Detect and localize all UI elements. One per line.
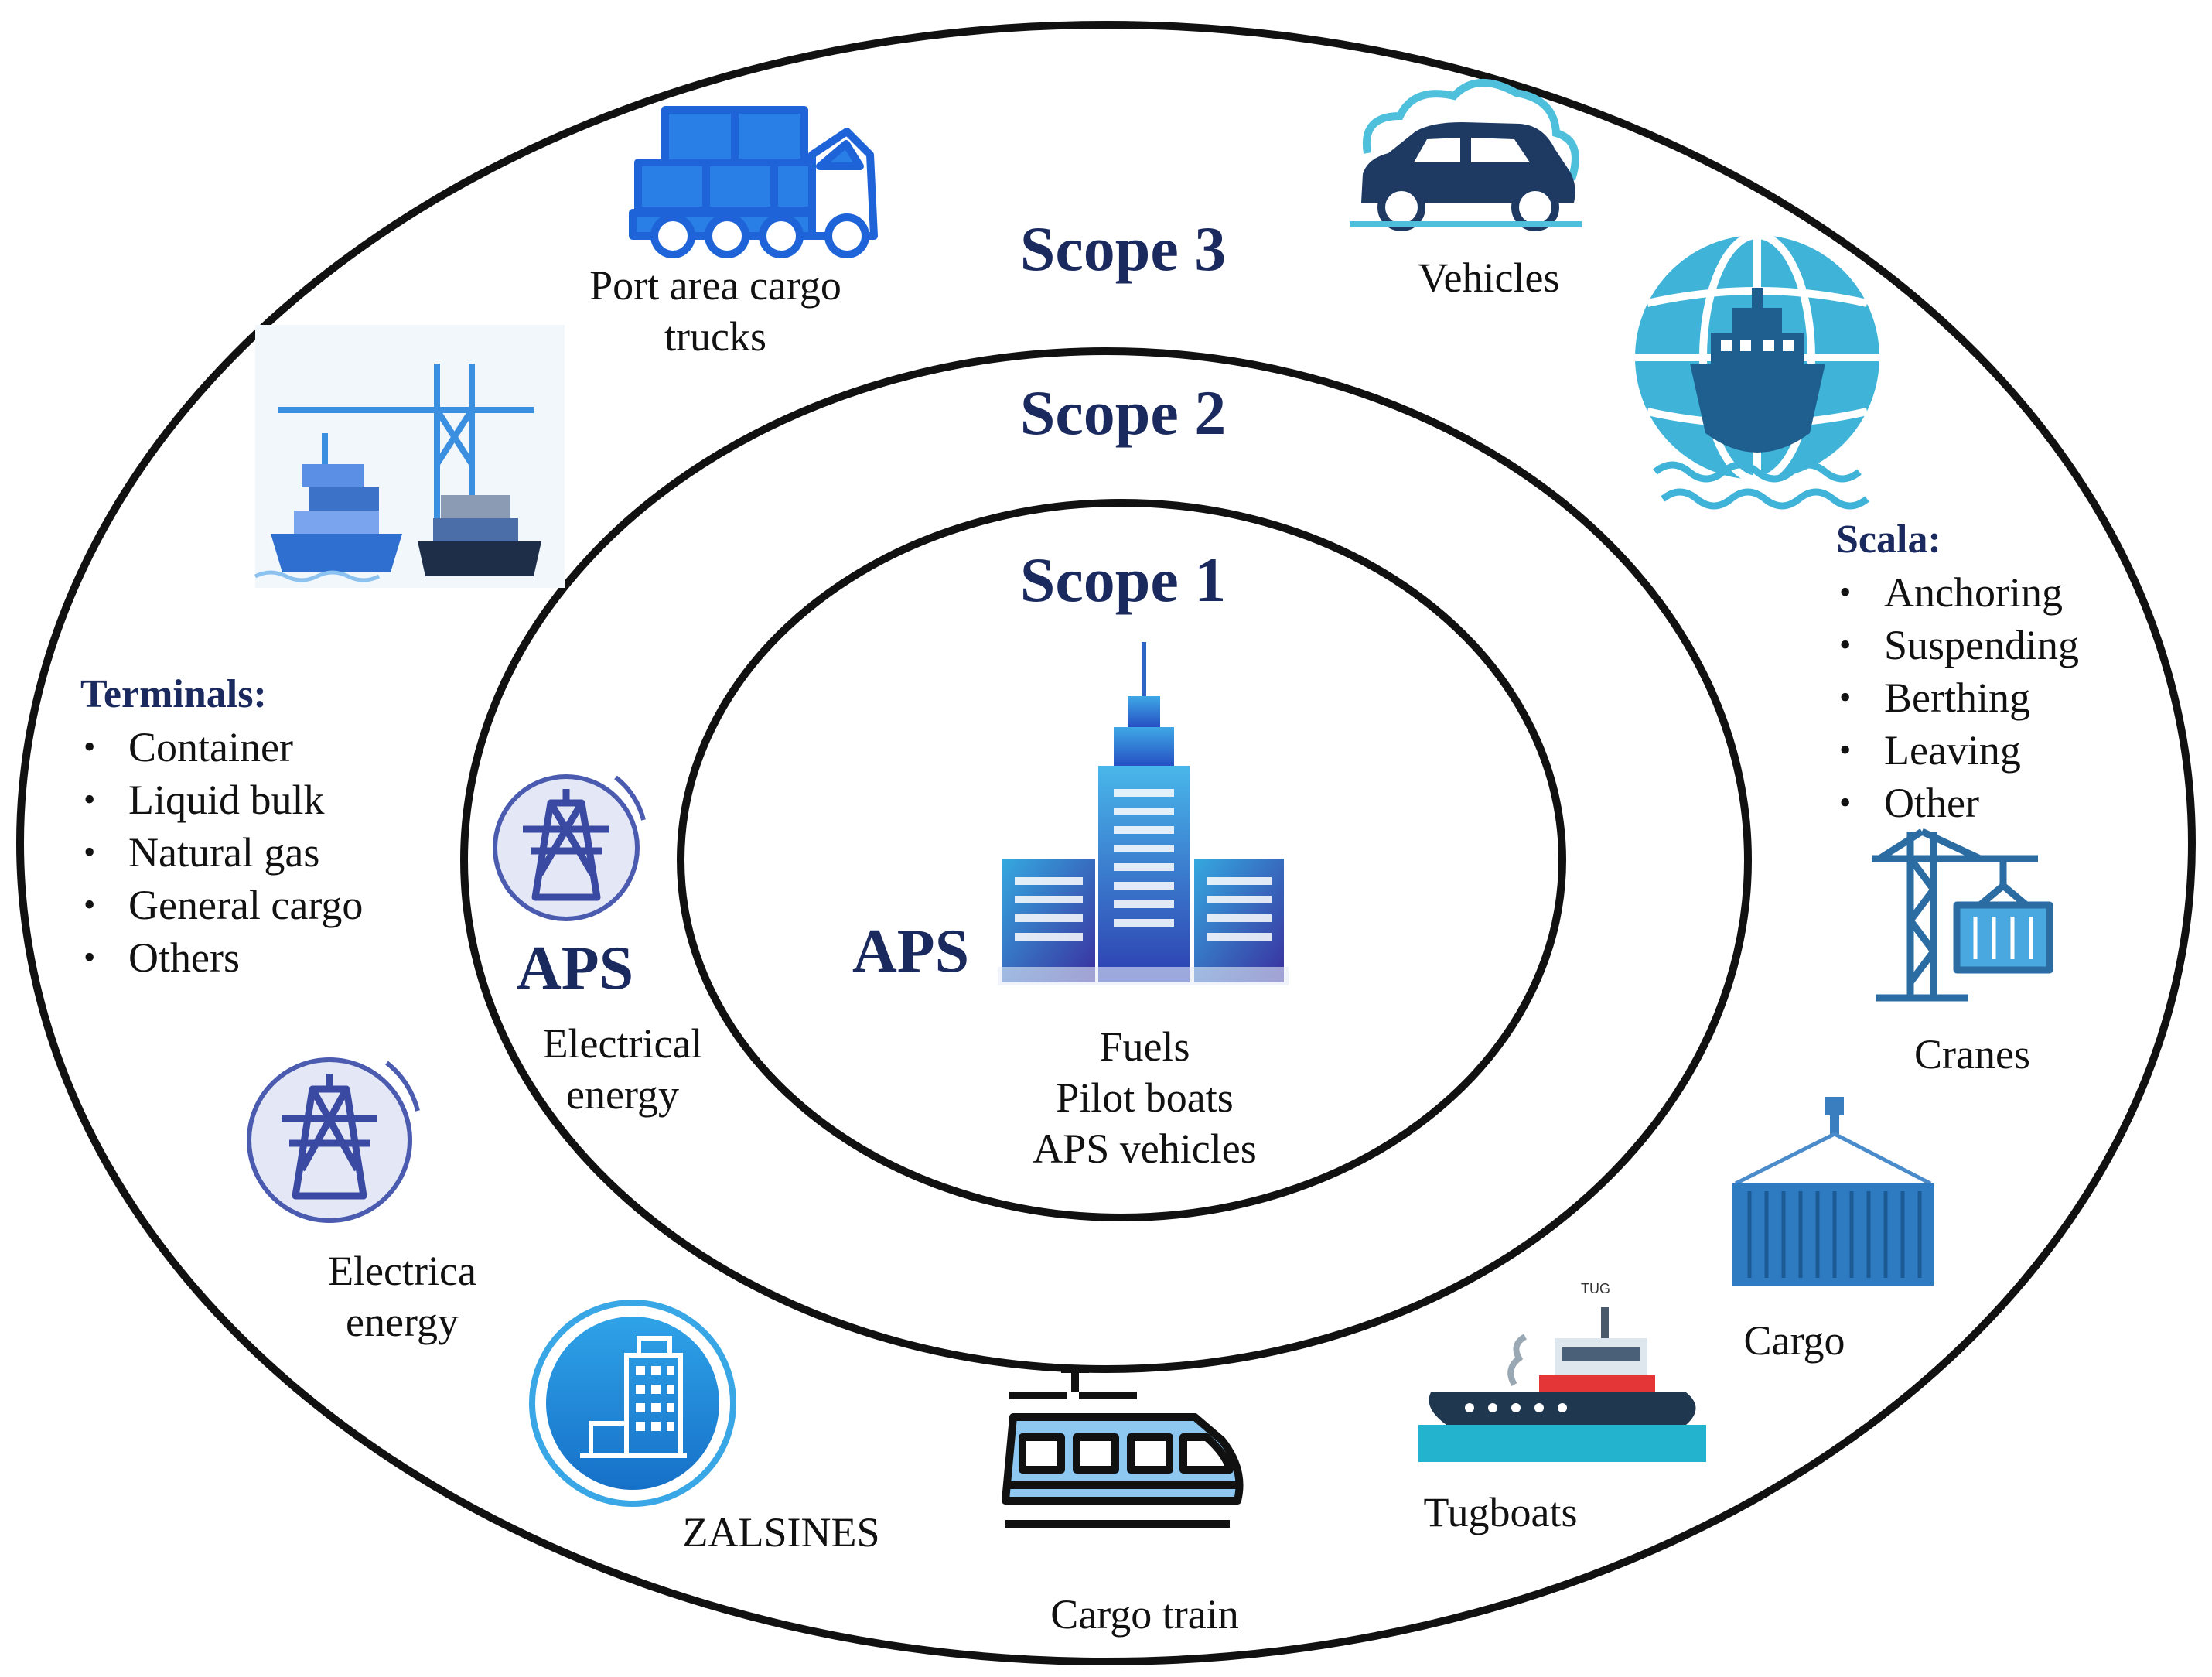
scope1-items: Fuels Pilot boats APS vehicles: [982, 1021, 1307, 1174]
tugboats-label: Tugboats: [1423, 1489, 1578, 1535]
terminal-item-general-cargo: General cargo: [80, 879, 363, 931]
vehicles-label: Vehicles: [1418, 254, 1560, 301]
port-trucks-line2: trucks: [664, 313, 766, 360]
scope1-item-aps-vehicles: APS vehicles: [1033, 1125, 1257, 1172]
scope1-item-fuels: Fuels: [1099, 1023, 1190, 1070]
power-tower-icon: [493, 774, 646, 921]
terminal-item-container: Container: [80, 721, 363, 774]
scope3-title: Scope 3: [1019, 213, 1227, 284]
zalsines-building-icon: [529, 1300, 736, 1507]
terminal-item-liquid-bulk: Liquid bulk: [80, 774, 363, 826]
truck-icon: [629, 106, 878, 258]
scope3-ring: [16, 21, 2196, 1665]
scala-list: Scala: Anchoring Suspending Berthing Lea…: [1836, 514, 2079, 829]
cargo-train-label: Cargo train: [1050, 1591, 1239, 1638]
port-cranes-icon: [254, 325, 565, 588]
scala-heading: Scala:: [1836, 517, 1941, 562]
power-tower-icon: [247, 1057, 420, 1223]
zalsines-label: ZALSINES: [682, 1509, 880, 1556]
scope2-ring: [460, 347, 1752, 1373]
scope1-aps-label: APS: [852, 917, 970, 985]
scope2-electrical-line1: Electrical: [542, 1020, 703, 1067]
scope1-ring: [677, 499, 1566, 1221]
scope1-item-pilot-boats: Pilot boats: [1056, 1074, 1234, 1121]
globe-ship-icon: [1635, 231, 1879, 510]
car-icon: [1350, 79, 1582, 231]
tugboat-icon: TUG: [1418, 1281, 1706, 1462]
scope3-electrical-energy: Electrica energy: [286, 1245, 518, 1347]
cranes-label: Cranes: [1914, 1031, 2030, 1078]
port-trucks-line1: Port area cargo: [589, 262, 841, 309]
scope2-electrical-energy: Electrical energy: [510, 1018, 735, 1120]
terminals-heading: Terminals:: [80, 672, 267, 716]
scope2-aps-label: APS: [517, 934, 634, 1002]
scope3-electrical-line2: energy: [346, 1299, 459, 1345]
scala-item-anchoring: Anchoring: [1836, 566, 2079, 619]
scope1-title: Scope 1: [1019, 545, 1227, 615]
scala-item-berthing: Berthing: [1836, 671, 2079, 724]
terminals-list: Terminals: Container Liquid bulk Natural…: [80, 668, 363, 984]
scala-item-suspending: Suspending: [1836, 619, 2079, 671]
scala-item-other: Other: [1836, 777, 2079, 829]
scala-item-leaving: Leaving: [1836, 724, 2079, 777]
scope2-electrical-line2: energy: [566, 1071, 679, 1118]
port-trucks-label: Port area cargo trucks: [541, 260, 889, 362]
container-icon: [1732, 1097, 1934, 1286]
terminal-item-others: Others: [80, 931, 363, 984]
scope2-title: Scope 2: [1019, 377, 1227, 448]
terminal-item-natural-gas: Natural gas: [80, 826, 363, 879]
tug-sign: TUG: [1581, 1281, 1610, 1296]
scope3-electrical-line1: Electrica: [328, 1248, 476, 1294]
train-icon: [1002, 1365, 1244, 1528]
building-icon: [998, 642, 1289, 985]
harbor-crane-icon: [1872, 828, 2053, 1002]
cargo-label: Cargo: [1743, 1317, 1845, 1364]
